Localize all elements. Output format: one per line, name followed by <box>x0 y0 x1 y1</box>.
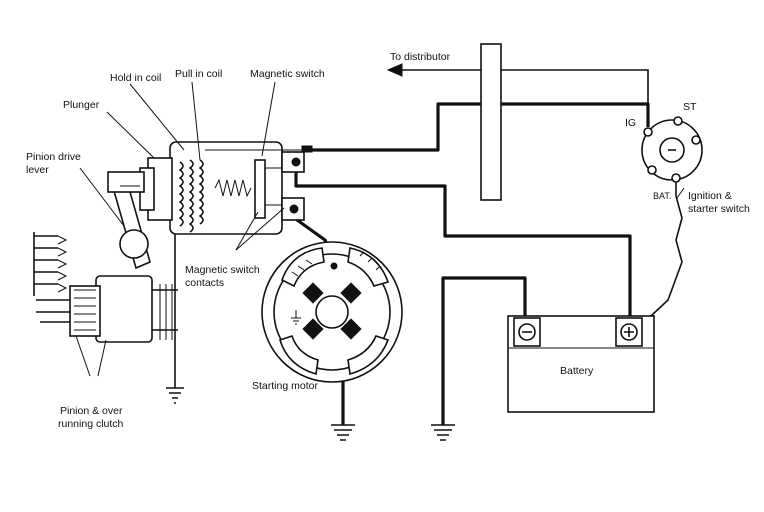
label-st: ST <box>683 101 697 113</box>
label-bat: BAT. <box>653 191 671 201</box>
label-battery: Battery <box>560 365 594 377</box>
switch-terminal-bat <box>671 173 681 183</box>
label-pull-in-coil: Pull in coil <box>175 68 222 80</box>
distributor-strip <box>480 43 502 201</box>
wire-battery-positive <box>294 172 632 316</box>
brush-bottom-right <box>340 318 362 340</box>
battery <box>507 315 655 413</box>
pinion-drive-assembly <box>33 171 178 343</box>
field-pole-top-right <box>347 247 390 287</box>
field-pole-bottom-right <box>347 335 390 376</box>
label-to-distributor: To distributor <box>390 51 451 63</box>
labels: To distributor Hold in coil Pull in coil… <box>26 51 750 430</box>
switch-terminal-st <box>673 116 683 126</box>
ground-symbol-battery <box>431 424 455 441</box>
label-magnetic-switch: Magnetic switch <box>250 68 325 80</box>
label-ignition-switch-2: starter switch <box>688 203 750 215</box>
label-ig: IG <box>625 117 636 129</box>
lever-top-block <box>107 171 145 193</box>
wire-to-distributor <box>400 69 649 104</box>
solenoid-terminal-lower <box>281 197 305 221</box>
label-hold-in-coil: Hold in coil <box>110 72 161 84</box>
brush-top-right <box>340 282 362 304</box>
solenoid-terminal-upper <box>281 145 313 173</box>
pinion-gear <box>69 285 101 337</box>
label-pinion-clutch-1: Pinion & over <box>60 405 123 417</box>
distributor-arrow-head <box>386 63 403 77</box>
field-pole-bottom-left <box>279 334 319 376</box>
field-pole-top-left <box>281 247 325 288</box>
label-plunger: Plunger <box>63 99 100 111</box>
wire-battery-negative <box>441 276 527 425</box>
armature <box>315 295 349 329</box>
label-pinion-drive-lever-1: Pinion drive <box>26 151 81 163</box>
contact-plate <box>254 159 266 219</box>
lever-pivot <box>119 229 149 259</box>
switch-terminal-ig <box>643 127 653 137</box>
label-magnetic-switch-contacts-1: Magnetic switch <box>185 264 260 276</box>
plunger-spring <box>214 178 252 198</box>
overrunning-clutch <box>95 275 153 343</box>
brush-top-left <box>302 282 324 304</box>
ignition-starter-switch <box>641 116 703 183</box>
label-starting-motor: Starting motor <box>252 380 318 392</box>
leader-lines <box>75 81 685 377</box>
label-magnetic-switch-contacts-2: contacts <box>185 277 224 289</box>
label-pinion-drive-lever-2: lever <box>26 164 49 176</box>
label-pinion-clutch-2: running clutch <box>58 418 124 430</box>
wire-st-to-solenoid <box>312 102 650 152</box>
wiring <box>174 63 683 425</box>
brush-bottom-left <box>302 318 324 340</box>
wire-battery-to-switch <box>635 180 683 331</box>
label-ignition-switch-1: Ignition & <box>688 190 732 202</box>
ground-symbol-hold-coil <box>166 387 184 404</box>
ground-symbol-motor <box>331 424 355 441</box>
pull-in-coil <box>178 159 204 233</box>
motor-terminal <box>330 262 338 270</box>
magnetic-switch-assembly <box>139 141 313 235</box>
starting-motor <box>261 241 403 383</box>
